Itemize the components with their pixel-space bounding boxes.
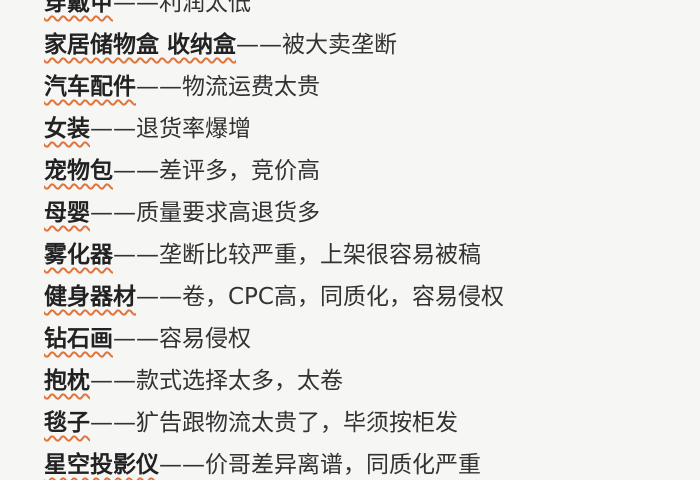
product-keyword: 汽车配件 (44, 74, 136, 100)
separator: —— (113, 158, 159, 184)
separator: —— (136, 284, 182, 310)
list-item: 宠物包——差评多，竞价高 (44, 156, 320, 186)
product-reason: 犷告跟物流太贵了，毕须按柜发 (136, 410, 458, 436)
product-reason: 容易侵权 (159, 326, 251, 352)
product-keyword: 女装 (44, 116, 90, 142)
product-reason: 价哥差异离谱，同质化严重 (205, 452, 481, 478)
product-keyword: 母婴 (44, 200, 90, 226)
separator: —— (236, 32, 283, 58)
list-item: 星空投影仪——价哥差异离谱，同质化严重 (44, 450, 481, 480)
product-reason: 物流运费太贵 (182, 74, 320, 100)
product-reason: 差评多，竞价高 (159, 158, 320, 184)
separator: —— (90, 200, 136, 226)
separator: —— (113, 242, 159, 268)
separator: —— (113, 326, 159, 352)
product-reason: 垄断比较严重，上架很容易被稿 (159, 242, 481, 268)
product-reason: 利润太低 (159, 0, 251, 16)
product-keyword: 毯子 (44, 410, 90, 436)
list-item: 钻石画——容易侵权 (44, 324, 251, 354)
separator: —— (90, 410, 136, 436)
separator: —— (159, 452, 205, 478)
product-keyword: 家居储物盒 收纳盒 (44, 32, 237, 58)
list-item: 女装——退货率爆增 (44, 114, 251, 144)
product-reason: 被大卖垄断 (282, 32, 398, 58)
list-item: 家居储物盒 收纳盒——被大卖垄断 (44, 30, 397, 60)
separator: —— (136, 74, 182, 100)
product-keyword: 钻石画 (44, 326, 113, 352)
list-item: 穿戴甲——利润太低 (44, 0, 251, 18)
product-reason: 款式选择太多，太卷 (136, 368, 343, 394)
list-item: 母婴——质量要求高退货多 (44, 198, 320, 228)
separator: —— (90, 116, 136, 142)
product-reason: 质量要求高退货多 (136, 200, 320, 226)
product-keyword: 宠物包 (44, 158, 113, 184)
product-keyword: 星空投影仪 (44, 452, 159, 478)
list-item: 汽车配件——物流运费太贵 (44, 72, 320, 102)
product-reason: 卷，CPC高，同质化，容易侵权 (182, 284, 504, 310)
list-item: 抱枕——款式选择太多，太卷 (44, 366, 343, 396)
product-keyword: 健身器材 (44, 284, 136, 310)
product-reason: 退货率爆增 (136, 116, 251, 142)
separator: —— (90, 368, 136, 394)
list-item: 毯子——犷告跟物流太贵了，毕须按柜发 (44, 408, 458, 438)
separator: —— (113, 0, 159, 16)
product-keyword: 穿戴甲 (44, 0, 113, 16)
list-item: 雾化器——垄断比较严重，上架很容易被稿 (44, 240, 481, 270)
product-keyword: 抱枕 (44, 368, 90, 394)
product-keyword: 雾化器 (44, 242, 113, 268)
list-item: 健身器材——卷，CPC高，同质化，容易侵权 (44, 282, 504, 312)
